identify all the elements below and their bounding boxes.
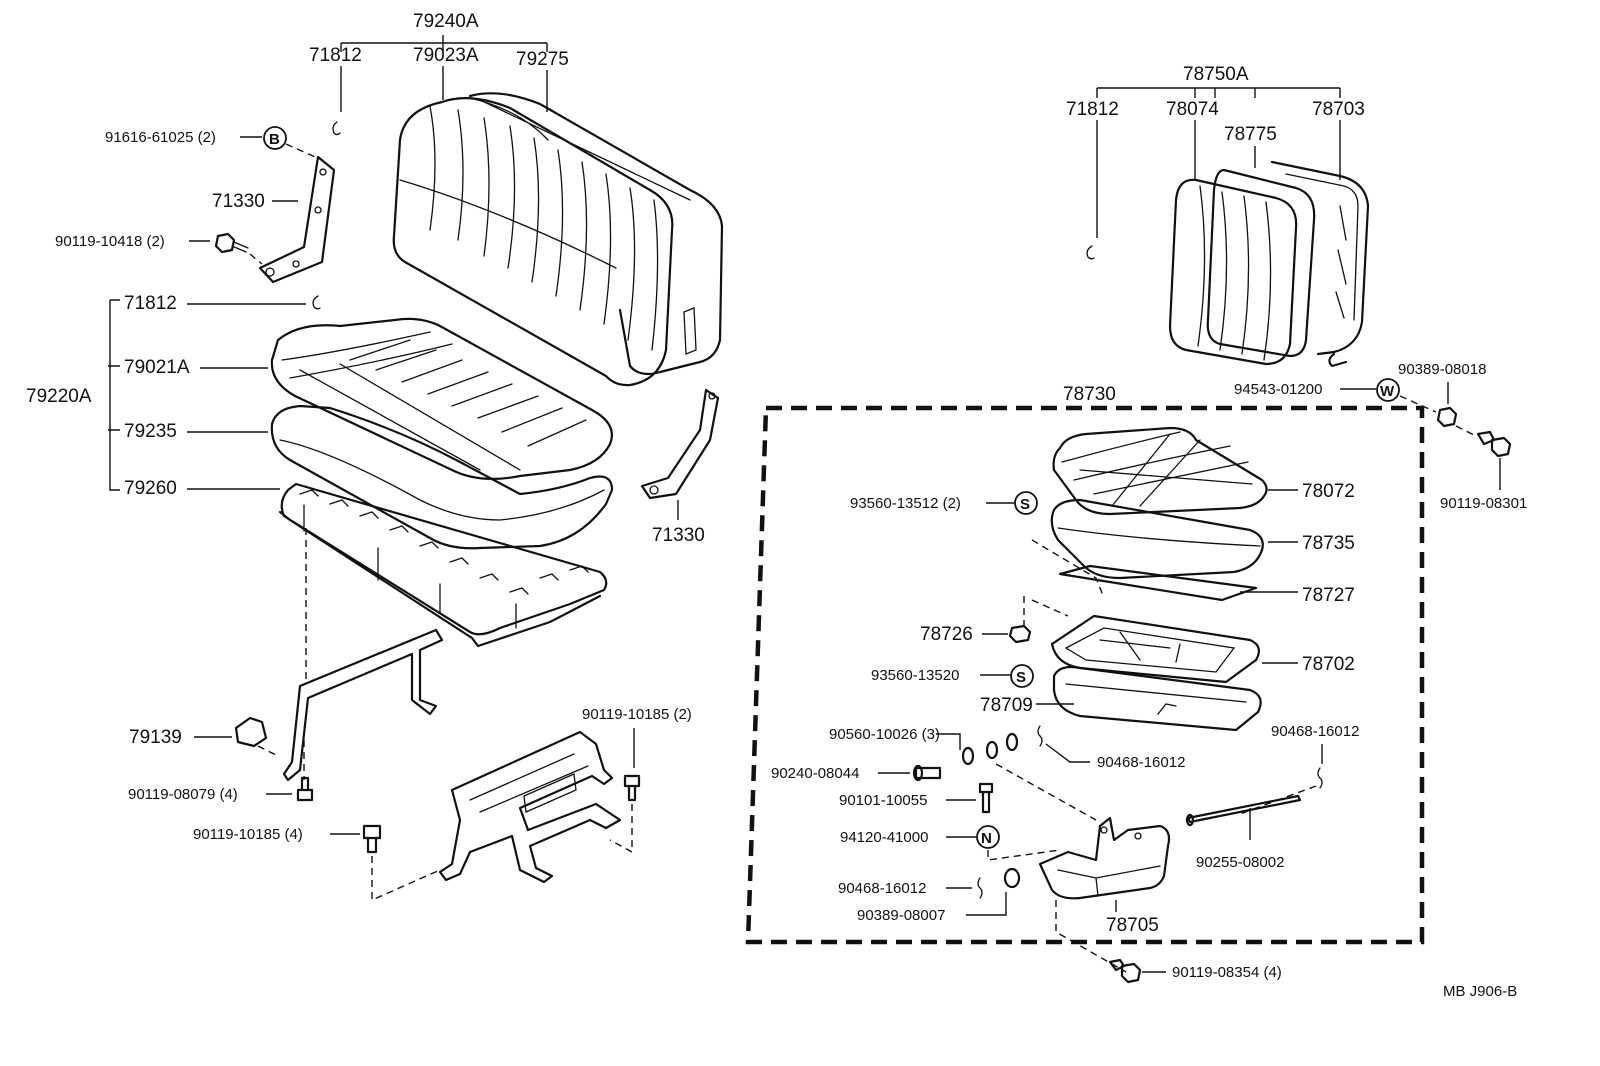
label-78775: 78775 [1224, 124, 1277, 145]
seat-leg-frame [282, 528, 444, 782]
label-79021a: 79021A [124, 357, 190, 378]
label-90468-16012-left: 90468-16012 [1097, 754, 1185, 771]
label-79023a: 79023A [413, 45, 479, 66]
label-79275: 79275 [516, 49, 569, 70]
label-79235: 79235 [124, 421, 177, 442]
circle-w-letter: W [1380, 383, 1395, 400]
clip-71812-mid [312, 295, 321, 310]
bolt-90101-10055: 90101-10055 [839, 782, 994, 814]
label-78709: 78709 [980, 695, 1033, 716]
clip-90468-lower: 90468-16012 [838, 877, 983, 899]
w-washer-group: 94543-01200 W 90389-08018 90119-08301 [1234, 361, 1527, 512]
seat-back-78074 [1168, 160, 1370, 368]
s-washer-upper: 93560-13512 (2) S [850, 491, 1105, 599]
label-90468-16012-right: 90468-16012 [1271, 723, 1359, 740]
label-90240-08044: 90240-08044 [771, 765, 859, 782]
bolt-b-group: 91616-61025 (2) B [105, 126, 323, 161]
label-71812-top: 71812 [309, 45, 362, 66]
label-78727: 78727 [1302, 585, 1355, 606]
bolt-90119-10185-2: 90119-10185 (2) [582, 706, 692, 854]
label-79220a: 79220A [26, 386, 92, 407]
bracket-79139: 79139 [129, 716, 279, 757]
label-90255-08002: 90255-08002 [1196, 854, 1284, 871]
circle-s-lower-letter: S [1016, 669, 1026, 686]
label-78726: 78726 [920, 624, 973, 645]
seat-back-79023a [392, 92, 724, 387]
washer-set-90560: 90560-10026 (3) [829, 726, 1097, 821]
seat-frame-79260 [278, 482, 608, 648]
label-94543-01200: 94543-01200 [1234, 381, 1322, 398]
bolt-90119-10418: 90119-10418 (2) [55, 232, 263, 265]
label-78735: 78735 [1302, 533, 1355, 554]
label-90560-10026: 90560-10026 (3) [829, 726, 940, 743]
nut-90389-08007: 90389-08007 [857, 867, 1021, 924]
clip-71812-top [332, 121, 341, 136]
label-79240a: 79240A [413, 11, 479, 32]
s-washer-lower: 93560-13520 S [871, 664, 1034, 688]
circle-w-icon [1376, 378, 1400, 402]
circle-n-icon [976, 825, 1000, 849]
seat-cushion-79021a [270, 317, 614, 550]
label-79260: 79260 [124, 478, 177, 499]
label-78702: 78702 [1302, 654, 1355, 675]
circle-b-icon [263, 126, 287, 150]
label-78072: 78072 [1302, 481, 1355, 502]
label-90389-08007: 90389-08007 [857, 907, 945, 924]
bolt-90119-08354: 90119-08354 (4) [1055, 900, 1282, 984]
diagram-code: MB J906-B [1443, 983, 1517, 1000]
label-78703: 78703 [1312, 99, 1365, 120]
label-90119-08079: 90119-08079 (4) [128, 786, 238, 803]
label-93560-13512: 93560-13512 (2) [850, 495, 961, 512]
sheet-78727: 78727 [1058, 564, 1355, 606]
armrest-78072: 78072 78735 [1050, 426, 1355, 580]
label-group-79220a: 79220A 71812 79021A 79235 79260 [26, 293, 306, 499]
label-90119-10185-2: 90119-10185 (2) [582, 706, 692, 723]
tray-78702: 78702 [1050, 614, 1355, 684]
label-93560-13520: 93560-13520 [871, 667, 959, 684]
base-78709: 78709 [980, 665, 1262, 732]
label-90101-10055: 90101-10055 [839, 792, 927, 809]
box-78730: 78730 [745, 384, 1425, 945]
hinge-78705: 78705 [1038, 816, 1171, 936]
label-90119-10185-4: 90119-10185 (4) [193, 826, 303, 843]
n-nut-group: 94120-41000 N [840, 825, 1061, 861]
label-90389-08018: 90389-08018 [1398, 361, 1486, 378]
label-90119-08301: 90119-08301 [1440, 495, 1527, 512]
circle-n-letter: N [981, 830, 992, 847]
hinge-71330-lower: 71330 [640, 388, 720, 546]
hinge-71330-upper: 71330 [212, 155, 336, 284]
label-71812-cushion: 71812 [124, 293, 177, 314]
bolt-90119-10185-4: 90119-10185 (4) [193, 824, 441, 902]
label-group-78750a: 78750A 71812 78074 78775 78703 [1066, 64, 1365, 260]
circle-b-letter: B [269, 131, 280, 148]
bolt-90119-08079: 90119-08079 (4) [128, 776, 314, 803]
under-seat-frame [438, 730, 622, 884]
label-78705: 78705 [1106, 915, 1159, 936]
label-group-79240a: 79240A 71812 79023A 79275 [309, 11, 569, 112]
clip-78726: 78726 [920, 596, 1069, 645]
circle-s-upper-icon [1014, 491, 1038, 515]
label-71812-back: 71812 [1066, 99, 1119, 120]
label-78750a: 78750A [1183, 64, 1249, 85]
circle-s-upper-letter: S [1020, 496, 1030, 513]
label-90119-10418: 90119-10418 (2) [55, 233, 165, 250]
clip-90468-left: 90468-16012 [1037, 725, 1185, 771]
label-71330-upper: 71330 [212, 191, 265, 212]
rod-90255-08002: 90255-08002 [1185, 794, 1302, 871]
label-78074: 78074 [1166, 99, 1219, 120]
label-79139: 79139 [129, 727, 182, 748]
label-71330-lower: 71330 [652, 525, 705, 546]
pin-90240-08044: 90240-08044 [771, 764, 942, 782]
label-90468-16012-lower: 90468-16012 [838, 880, 926, 897]
label-94120-41000: 94120-41000 [840, 829, 928, 846]
label-78730: 78730 [1063, 384, 1116, 405]
label-91616-61025: 91616-61025 (2) [105, 129, 216, 146]
label-90119-08354: 90119-08354 (4) [1172, 964, 1282, 981]
circle-s-lower-icon [1010, 664, 1034, 688]
clip-71812-back [1086, 245, 1095, 260]
